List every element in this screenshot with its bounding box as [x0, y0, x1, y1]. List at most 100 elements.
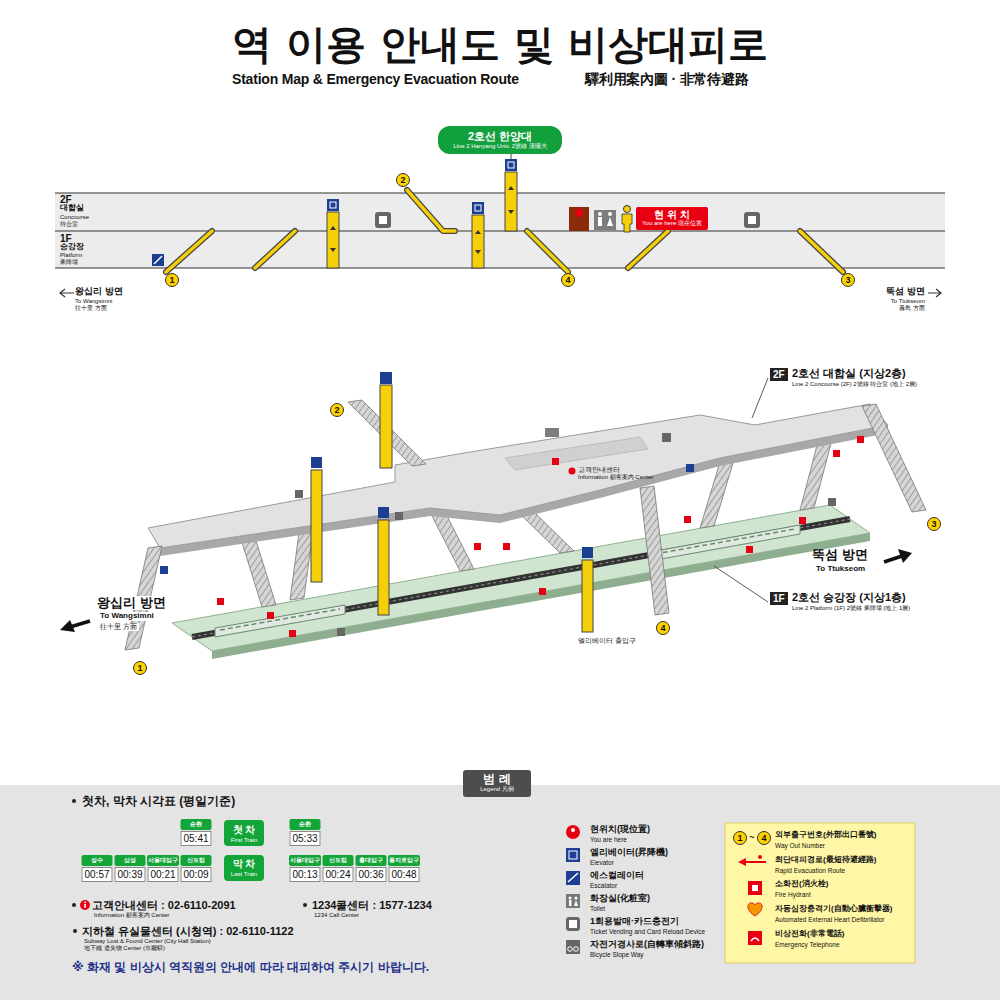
stairs [527, 231, 568, 272]
elevator-shaft [380, 385, 392, 468]
bullet [73, 929, 77, 933]
direction-label-en: To Wangsimni [75, 298, 112, 305]
direction-label-en: To Ttukseom [891, 298, 925, 305]
legend-icon [744, 861, 766, 863]
facility-icon [598, 217, 602, 226]
legend-icon [569, 900, 572, 906]
stairs [255, 231, 295, 268]
bicycle-icon [828, 498, 836, 506]
floor-code: 2F [770, 368, 788, 381]
contact-line: 1234콜센터 : 1577-1234 [312, 899, 432, 911]
floor-name-hanja: 待合室 [60, 221, 78, 228]
elevator-shaft [311, 457, 322, 468]
time-cell: 05:33 [290, 831, 321, 846]
legend-label: 현위치(現位置) [590, 825, 650, 835]
legend-icon [566, 917, 580, 931]
you-are-here-box: 현 위 치You are here 現在位置 [636, 207, 708, 230]
fire-hydrant-icon [474, 543, 481, 550]
exit-number: 4 [757, 831, 771, 845]
fire-hydrant-icon [857, 436, 864, 443]
elevator-shaft [582, 547, 593, 558]
fire-hydrant-icon [217, 598, 224, 605]
legend-icon [569, 920, 577, 928]
fire-hydrant-icon [539, 588, 546, 595]
info-icon [84, 904, 86, 908]
elevator-shaft [472, 202, 484, 214]
legend-label-en: Ticket Vending and Card Reload Device [590, 928, 705, 935]
floor-name-en: Platform [60, 252, 82, 259]
bullet [303, 903, 307, 907]
direction-arrow [60, 289, 74, 297]
legend-label: 비상전화(非常電話) [775, 930, 844, 939]
facility-icon [152, 254, 164, 266]
facility-icon [744, 212, 760, 228]
concourse-slab [148, 404, 888, 548]
legend-icon [566, 848, 580, 862]
contact-line-en: Subway Lost & Found Center (City Hall St… [84, 938, 211, 945]
line-badge: 순환 [290, 819, 321, 830]
destination-badge: 을지로입구 [388, 855, 420, 866]
legend-icon [566, 825, 580, 954]
floor-name-hanja: 乘降場 [60, 259, 78, 266]
legend-label: 화장실(化粧室) [590, 894, 650, 904]
train [650, 525, 800, 561]
fire-hydrant-icon [684, 516, 691, 523]
elevator-shaft [508, 186, 514, 214]
time-cell: 00:09 [181, 867, 212, 882]
floor-code: 1F [770, 592, 788, 605]
direction-label-en: To Ttukseom [816, 565, 865, 574]
destination-badge: 성수 [82, 855, 113, 866]
exit-number: 1 [133, 661, 147, 675]
direction-arrow [884, 556, 902, 562]
exit-number: 1 [733, 831, 747, 845]
legend-label-en: Emergency Telephone [775, 941, 840, 948]
platform-stairs [520, 512, 574, 553]
legend-tab: 범 례Legend 凡例 [463, 770, 531, 797]
timetable-badge [224, 820, 264, 846]
legend-label-en: Fire Hydrant [775, 891, 811, 898]
elevator-shaft [582, 560, 593, 632]
section-heading: 첫차, 막차 시각표 (평일기준) [82, 795, 235, 808]
bicycle-icon [395, 512, 403, 520]
legend-icon [751, 938, 759, 941]
direction-arrow [928, 289, 941, 297]
legend-label-en: You are here [590, 836, 627, 843]
floor-title: 2호선 승강장 (지상1층) [792, 591, 906, 603]
legend-label-en: Rapid Evacuation Route [775, 867, 845, 874]
line-badge: 순환 [181, 819, 212, 830]
facility-icon [608, 212, 612, 216]
time-cell: 05:41 [181, 831, 212, 846]
bullet [72, 903, 76, 907]
legend-icon [748, 881, 762, 895]
legend-icon [566, 825, 580, 839]
time-cell: 00:13 [290, 867, 321, 882]
node-subtitle: You are here 現在位置 [642, 220, 702, 227]
node-title: 현 위 치 [654, 209, 690, 221]
elevator-shaft [311, 470, 322, 582]
timetable-badge [224, 855, 264, 881]
bullet [72, 799, 307, 933]
elevator-shaft [378, 507, 389, 518]
legend-icon [752, 885, 758, 891]
facility-icon [152, 206, 760, 267]
legend-label-en: Way Out Number [775, 842, 825, 849]
fire-hydrant-icon [799, 517, 806, 524]
time-cell: 00:39 [115, 867, 146, 882]
subtitle: 驛利用案內圖 · 非常待避路 [585, 72, 749, 87]
fire-hydrant-icon [746, 546, 753, 553]
legend-label-en: Bicycle Slope Way [590, 951, 644, 958]
direction-label: 뚝섬 방면 [812, 548, 868, 562]
legend-box [725, 823, 915, 963]
node-title: 2호선 한양대 [468, 130, 532, 143]
elevator-shaft [311, 372, 593, 632]
legend-panel [0, 785, 1000, 1000]
facility-icon [154, 256, 162, 264]
direction-arrow [60, 620, 75, 632]
exit-number: 2 [330, 403, 344, 417]
legend-icon [566, 894, 580, 908]
fire-hydrant-icon [552, 458, 559, 465]
legend-icon [569, 851, 577, 859]
facility-icon [622, 214, 632, 232]
node-subtitle: Line 2 Hanyang Univ. 2號線 漢陽大 [453, 143, 547, 150]
contact-line: 고객안내센터 : 02-6110-2091 [92, 899, 236, 911]
